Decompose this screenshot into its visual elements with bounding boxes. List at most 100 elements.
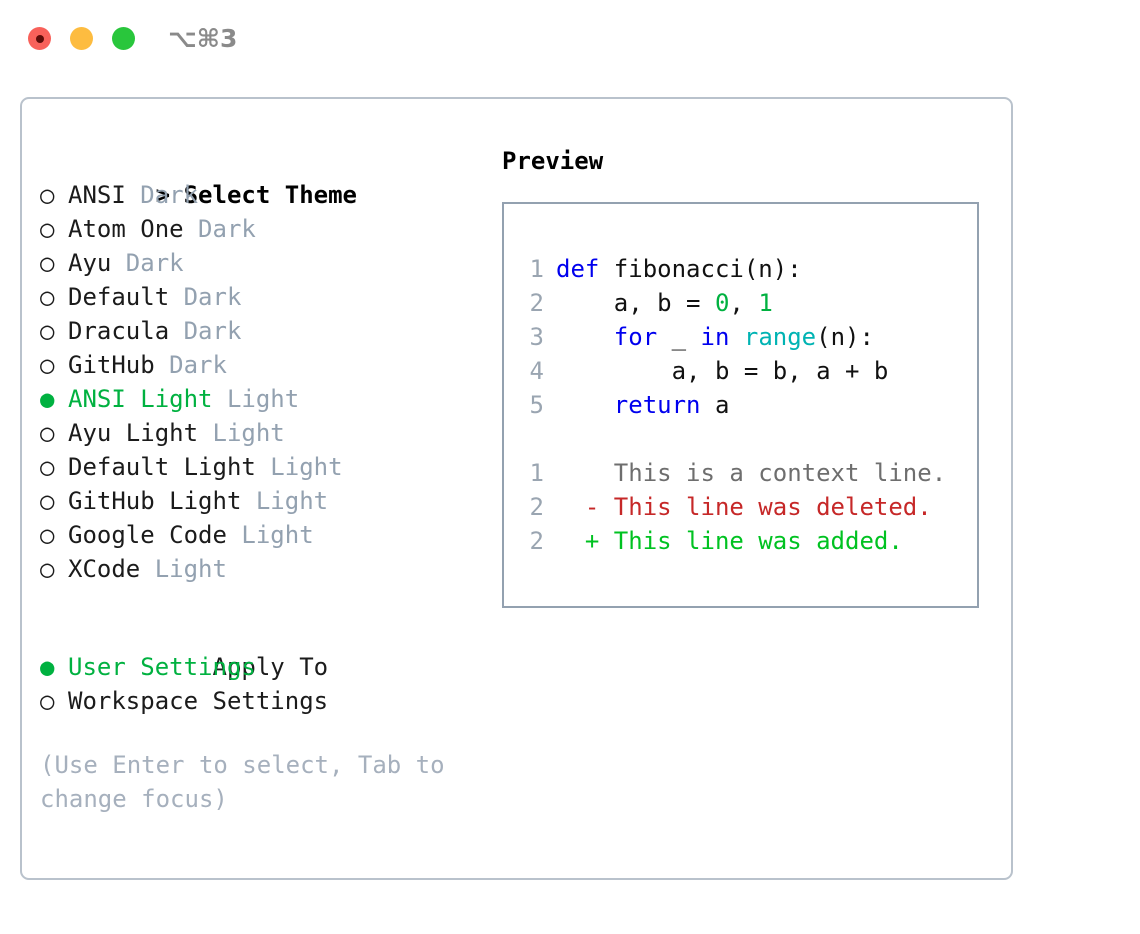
theme-item-label: Dracula — [68, 317, 170, 345]
close-button[interactable] — [28, 27, 51, 50]
maximize-button[interactable] — [112, 27, 135, 50]
code-token: 1 — [758, 289, 773, 317]
theme-item-tag: Light — [198, 419, 285, 447]
diff-line-number: 2 — [529, 493, 544, 521]
focus-caret-icon: > — [155, 181, 171, 209]
diff-line: 1 This is a context line. — [522, 456, 977, 490]
theme-item-label: ANSI Light — [68, 385, 213, 413]
code-token: a, b = — [556, 289, 715, 317]
minimize-button[interactable] — [70, 27, 93, 50]
theme-picker-column: > Select Theme ○ ANSI Dark ○ Atom One Dark ○ A… — [40, 144, 480, 816]
diff-line: 2 + This line was added. — [522, 524, 977, 558]
code-line: 4 a, b = b, a + b — [522, 354, 977, 388]
code-token: a — [700, 391, 730, 419]
code-token — [729, 323, 743, 351]
code-token: (n): — [816, 323, 874, 351]
theme-item-label: Google Code — [68, 521, 227, 549]
theme-item-tag: Light — [255, 453, 343, 481]
code-token: def — [556, 255, 614, 283]
theme-item-label: Default — [68, 283, 170, 311]
apply-to-item[interactable]: ● User Settings — [40, 650, 480, 684]
theme-item-tag: Light — [212, 385, 300, 413]
theme-list-item[interactable]: ○Default Dark — [40, 280, 480, 314]
theme-item-tag: Light — [226, 521, 314, 549]
code-line: 2 a, b = 0, 1 — [522, 286, 977, 320]
diff-line-number: 1 — [529, 459, 544, 487]
code-token: for — [613, 323, 658, 351]
theme-list-item[interactable]: ○ XCode Light — [40, 552, 480, 586]
radio-unselected-icon: ○ — [40, 215, 55, 243]
theme-list-item[interactable]: ○ Atom One Dark — [40, 212, 480, 246]
theme-item-tag: Dark — [111, 249, 184, 277]
preview-title: Preview — [502, 147, 604, 175]
theme-list-item[interactable]: ○ Google Code Light — [40, 518, 480, 552]
diff-text: This line was added. — [599, 527, 903, 555]
apply-to-block: Apply To ●User Settings○Workspace Settin… — [40, 616, 480, 718]
code-line-number: 1 — [529, 255, 544, 283]
code-token: 0 — [714, 289, 730, 317]
theme-list-item[interactable]: ○ANSI Dark — [40, 178, 480, 212]
radio-unselected-icon: ○ — [40, 351, 55, 379]
code-line-number: 5 — [529, 391, 544, 419]
code-line: 3 for _ in range(n): — [522, 320, 977, 354]
content-panel: > Select Theme ○ ANSI Dark ○ Atom One Dark ○ A… — [20, 97, 1013, 880]
radio-selected-icon: ● — [40, 653, 55, 681]
theme-item-tag: Dark — [169, 317, 242, 345]
select-theme-header-label: Select Theme — [183, 181, 357, 209]
code-line-number: 2 — [529, 289, 544, 317]
theme-list: ○ANSI Dark○Atom One Dark○Ayu Dark○Defaul… — [40, 178, 480, 586]
theme-item-label: GitHub — [68, 351, 155, 379]
code-token: _ — [657, 323, 701, 351]
theme-list-item[interactable]: ○ Ayu Light Light — [40, 416, 480, 450]
code-token: , — [729, 289, 759, 317]
diff-text: This line was deleted. — [599, 493, 932, 521]
theme-item-label: Atom One — [68, 215, 184, 243]
apply-to-item-label: User Settings — [68, 653, 256, 681]
radio-unselected-icon: ○ — [40, 419, 55, 447]
code-line-number: 3 — [529, 323, 544, 351]
apply-to-item-label: Workspace Settings — [68, 687, 329, 715]
theme-item-label: XCode — [68, 555, 141, 583]
diff-sign — [556, 459, 599, 487]
radio-unselected-icon: ○ — [40, 181, 55, 209]
code-line: 5 return a — [522, 388, 977, 422]
radio-unselected-icon: ○ — [40, 487, 55, 515]
select-theme-header: > Select Theme — [40, 144, 480, 209]
theme-list-item[interactable]: ○GitHub Light Light — [40, 484, 480, 518]
theme-item-label: Default Light — [68, 453, 256, 481]
apply-to-list: ● User Settings ○ Workspace Settings — [40, 650, 480, 718]
radio-unselected-icon: ○ — [40, 249, 55, 277]
theme-item-label: Ayu Light — [68, 419, 199, 447]
preview-spacer — [522, 422, 977, 456]
theme-list-item[interactable]: ○ Default Light Light — [40, 450, 480, 484]
code-token — [556, 391, 614, 419]
apply-to-item[interactable]: ○ Workspace Settings — [40, 684, 480, 718]
radio-unselected-icon: ○ — [40, 453, 55, 481]
code-token: fibonacci(n): — [613, 255, 802, 283]
code-token: in — [700, 323, 730, 351]
theme-item-label: Ayu — [68, 249, 112, 277]
theme-item-tag: Dark — [154, 351, 227, 379]
theme-list-item[interactable]: ○ Dracula Dark — [40, 314, 480, 348]
radio-selected-icon: ● — [40, 385, 55, 413]
theme-item-tag: Light — [140, 555, 227, 583]
radio-unselected-icon: ○ — [40, 521, 55, 549]
theme-item-tag: Dark — [169, 283, 242, 311]
theme-list-item[interactable]: ● ANSI Light Light — [40, 382, 480, 416]
title-bar: ⌥⌘3 — [0, 0, 1140, 78]
theme-list-item[interactable]: ○ GitHub Dark — [40, 348, 480, 382]
theme-item-label: GitHub Light — [68, 487, 242, 515]
theme-item-tag: Dark — [183, 215, 256, 243]
radio-unselected-icon: ○ — [40, 555, 55, 583]
window-shortcut-label: ⌥⌘3 — [168, 24, 238, 53]
theme-item-label: ANSI — [68, 181, 126, 209]
traffic-light-group — [28, 27, 135, 50]
diff-text: This is a context line. — [599, 459, 947, 487]
theme-list-item[interactable]: ○ Ayu Dark — [40, 246, 480, 280]
radio-unselected-icon: ○ — [40, 317, 55, 345]
radio-unselected-icon: ○ — [40, 687, 55, 715]
